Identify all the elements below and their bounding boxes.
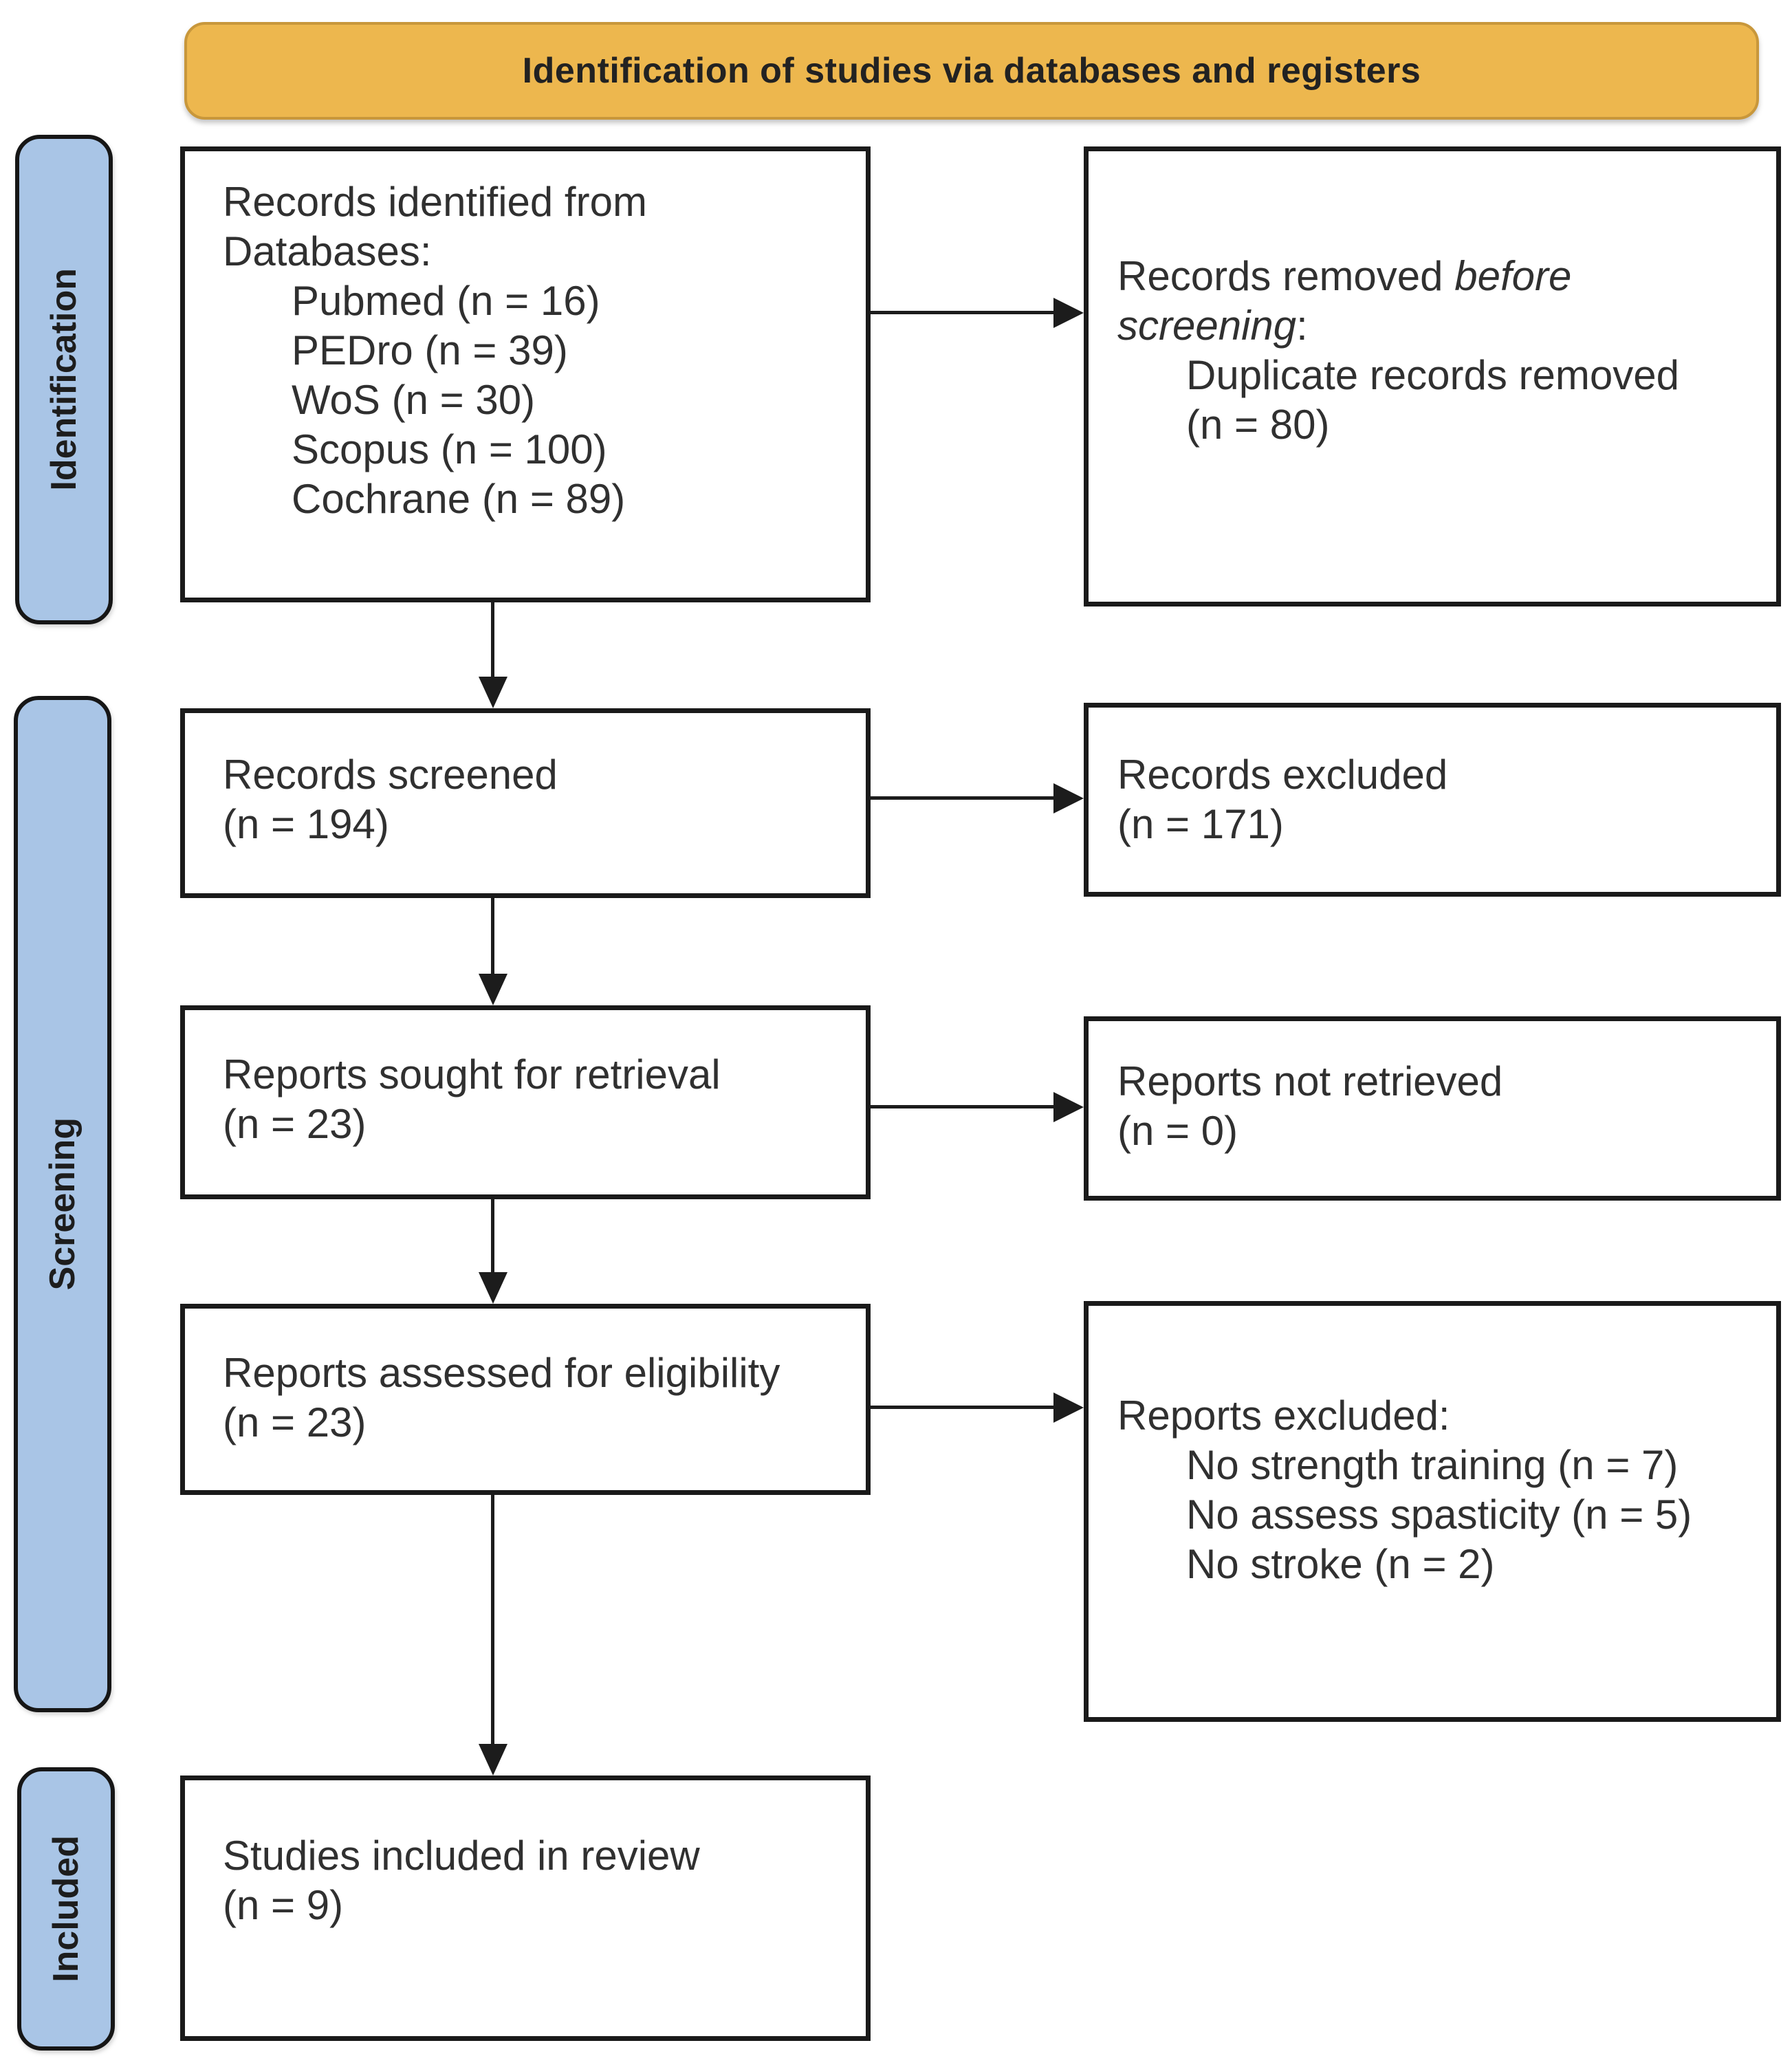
database-item-scopus: Scopus (n = 100) xyxy=(292,426,607,472)
box-records-identified: Records identified from Databases: Pubme… xyxy=(180,146,871,602)
identification-banner: Identification of studies via databases … xyxy=(184,22,1759,120)
records-removed-line1: Records removed before xyxy=(1117,252,1760,301)
records-removed-line1-italic: before xyxy=(1454,253,1572,299)
arrow-down-icon xyxy=(491,1199,494,1272)
reports-sought-count: (n = 23) xyxy=(223,1101,367,1147)
reports-sought-line1: Reports sought for retrieval xyxy=(223,1051,721,1097)
banner-title: Identification of studies via databases … xyxy=(522,51,1421,91)
arrow-down-icon xyxy=(491,898,494,974)
records-removed-line2-regular: : xyxy=(1296,303,1308,349)
box-reports-not-retrieved: Reports not retrieved (n = 0) xyxy=(1084,1016,1781,1201)
reports-assessed-count: (n = 23) xyxy=(223,1399,367,1445)
arrow-down-icon xyxy=(491,602,494,677)
box-records-excluded: Records excluded (n = 171) xyxy=(1084,703,1781,897)
database-item-pedro: PEDro (n = 39) xyxy=(292,327,568,373)
arrow-right-icon xyxy=(871,311,1053,314)
box-studies-included: Studies included in review (n = 9) xyxy=(180,1776,871,2041)
arrow-right-icon xyxy=(871,1406,1053,1409)
studies-included-count: (n = 9) xyxy=(223,1882,344,1928)
exclusion-reason-no-assess-spasticity: No assess spasticity (n = 5) xyxy=(1186,1492,1692,1538)
database-item-pubmed: Pubmed (n = 16) xyxy=(292,278,600,324)
box-reports-sought: Reports sought for retrieval (n = 23) xyxy=(180,1005,871,1199)
studies-included-line1: Studies included in review xyxy=(223,1833,700,1879)
records-excluded-line1: Records excluded xyxy=(1117,752,1448,798)
screening-label-text: Screening xyxy=(43,1117,83,1291)
stage-label-screening: Screening xyxy=(14,696,111,1712)
reports-excluded-title: Reports excluded: xyxy=(1117,1392,1450,1439)
database-item-wos: WoS (n = 30) xyxy=(292,377,536,423)
box-records-removed-before-screening: Records removed before screening: Duplic… xyxy=(1084,146,1781,607)
records-screened-line1: Records screened xyxy=(223,752,558,798)
identification-label-text: Identification xyxy=(44,268,84,491)
records-removed-line2-italic: screening xyxy=(1117,303,1297,349)
arrow-right-icon xyxy=(871,796,1053,800)
stage-label-included: Included xyxy=(17,1767,115,2051)
duplicates-removed-line1: Duplicate records removed xyxy=(1186,352,1679,398)
reports-assessed-line1: Reports assessed for eligibility xyxy=(223,1350,780,1396)
exclusion-reason-no-stroke: No stroke (n = 2) xyxy=(1186,1541,1495,1587)
database-item-cochrane: Cochrane (n = 89) xyxy=(292,476,626,522)
records-removed-line2: screening: xyxy=(1117,301,1760,351)
arrow-down-icon xyxy=(491,1495,494,1744)
records-screened-count: (n = 194) xyxy=(223,801,389,847)
stage-label-identification: Identification xyxy=(15,135,113,624)
arrow-right-icon xyxy=(871,1105,1053,1108)
records-excluded-count: (n = 171) xyxy=(1117,801,1284,847)
records-identified-line1: Records identified from xyxy=(223,179,647,225)
exclusion-reason-no-strength-training: No strength training (n = 7) xyxy=(1186,1442,1679,1488)
box-records-screened: Records screened (n = 194) xyxy=(180,708,871,898)
box-reports-assessed: Reports assessed for eligibility (n = 23… xyxy=(180,1304,871,1495)
reports-not-retrieved-line1: Reports not retrieved xyxy=(1117,1058,1503,1104)
included-label-text: Included xyxy=(46,1835,86,1982)
records-removed-line1-regular: Records removed xyxy=(1117,253,1455,299)
duplicates-removed-line2: (n = 80) xyxy=(1186,402,1330,448)
box-reports-excluded: Reports excluded: No strength training (… xyxy=(1084,1301,1781,1722)
records-identified-line2: Databases: xyxy=(223,228,432,274)
reports-not-retrieved-count: (n = 0) xyxy=(1117,1108,1238,1154)
